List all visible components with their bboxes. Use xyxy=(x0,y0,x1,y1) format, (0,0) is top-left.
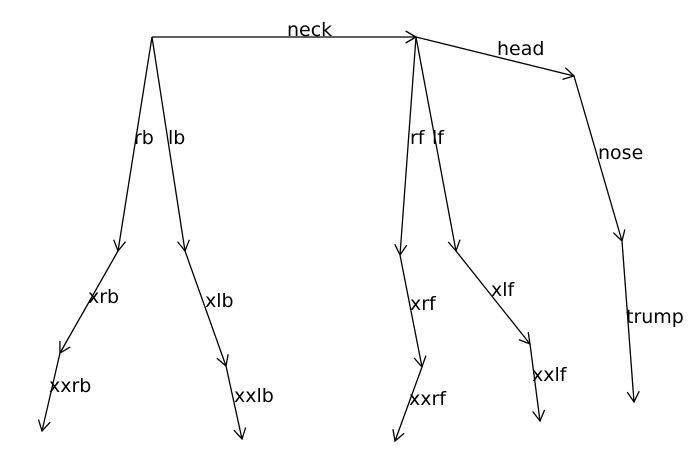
bone-label-xrf: xrf xyxy=(410,293,437,315)
bone-label-nose: nose xyxy=(598,142,643,164)
arrowhead-trump xyxy=(626,390,640,404)
bone-label-rb: rb xyxy=(134,127,154,149)
bone-line-xlb xyxy=(184,250,227,367)
bone-xxlb xyxy=(225,365,247,441)
bone-line-xrf xyxy=(399,254,423,368)
bone-line-lb xyxy=(151,36,186,252)
bone-trump xyxy=(621,240,640,404)
bone-label-xrb: xrb xyxy=(88,286,119,308)
arrowhead-xxrb xyxy=(37,419,51,433)
bone-line-xrb xyxy=(59,250,119,354)
bone-label-trump: trump xyxy=(626,306,684,328)
arrowhead-xxrf xyxy=(392,429,405,443)
bone-label-xlf: xlf xyxy=(491,279,516,301)
bone-line-xxrf xyxy=(394,366,423,442)
bone-label-xlb: xlb xyxy=(205,290,234,312)
bone-line-trump xyxy=(621,240,635,403)
bone-neck xyxy=(152,30,418,44)
bone-label-lb: lb xyxy=(168,127,185,149)
bone-line-nose xyxy=(573,75,623,242)
bone-head xyxy=(415,36,576,80)
bone-line-head xyxy=(415,36,575,77)
bone-line-xlf xyxy=(455,250,531,345)
arrowhead-xxlf xyxy=(532,409,546,423)
bones-layer xyxy=(37,30,640,443)
bone-xxrf xyxy=(392,366,423,443)
bone-label-xxlf: xxlf xyxy=(532,364,568,386)
bone-label-xxrb: xxrb xyxy=(49,375,91,397)
bone-line-xxlf xyxy=(529,343,541,422)
bone-label-rf: rf xyxy=(410,127,426,149)
arrowhead-xxlb xyxy=(233,427,247,441)
bone-label-xxrf: xxrf xyxy=(409,388,447,410)
bone-label-xxlb: xxlb xyxy=(234,385,274,407)
bone-line-xxlb xyxy=(225,365,243,440)
bone-line-xxrb xyxy=(41,352,61,432)
bone-line-rb xyxy=(117,36,153,252)
bone-label-head: head xyxy=(497,38,544,60)
bone-label-neck: neck xyxy=(287,19,332,41)
bone-xxlf xyxy=(529,343,546,423)
labels-layer: neck head nose trump rb lb xrb xxrb xlb … xyxy=(49,19,684,410)
bone-xxrb xyxy=(37,352,61,433)
bone-label-lf: lf xyxy=(432,127,445,149)
bone-line-rf xyxy=(399,36,417,256)
bone-line-lf xyxy=(415,36,457,252)
